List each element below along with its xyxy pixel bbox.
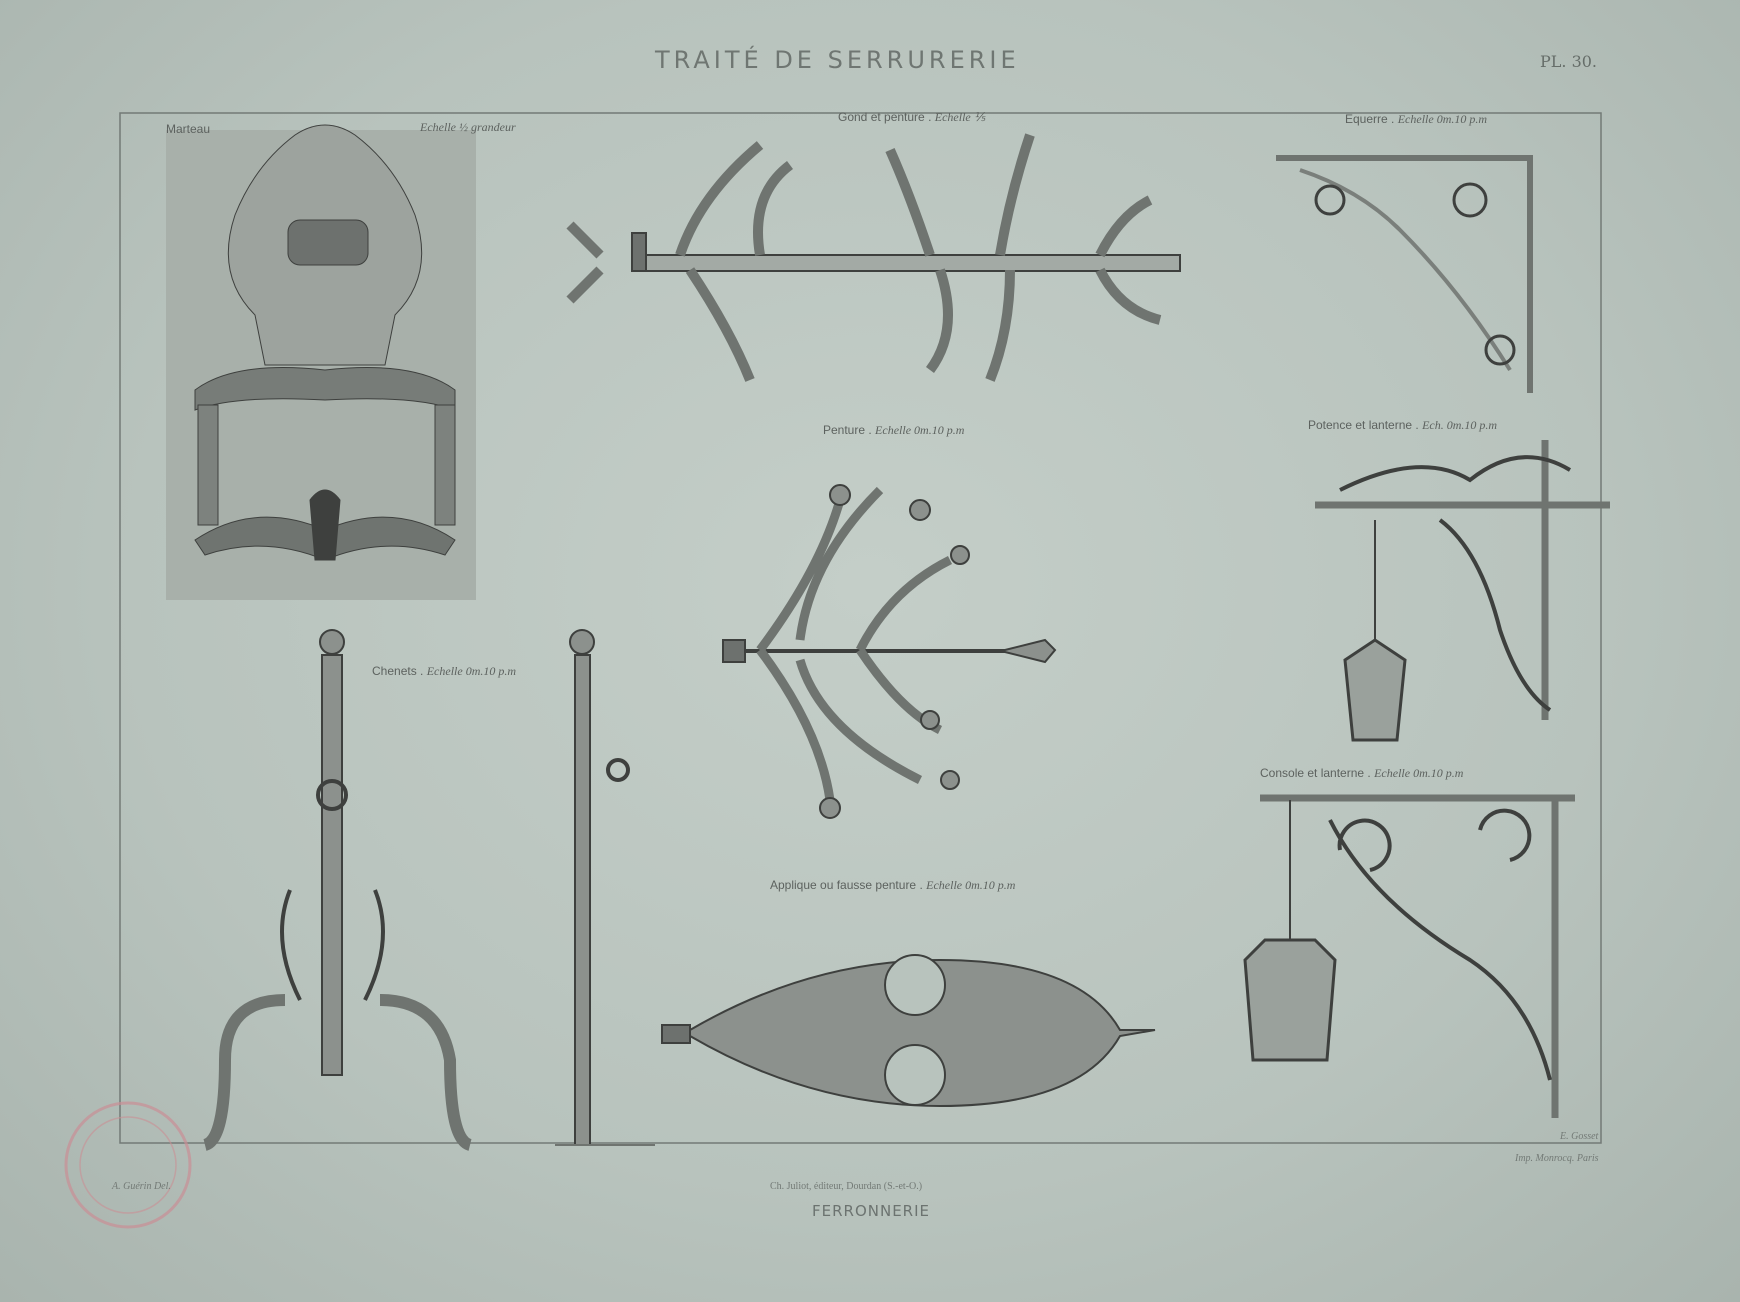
figure-name: Console et lanterne [1260, 766, 1365, 780]
figure-name: Chenets [372, 664, 417, 678]
caption-penture: Penture . Echelle 0m.10 p.m [823, 423, 965, 437]
figure-scale: Ech. 0m.10 p.m [1422, 418, 1498, 432]
draughtsman-credit: A. Guérin Del. [112, 1181, 171, 1192]
printer-credit: Imp. Monrocq. Paris [1515, 1153, 1599, 1164]
plate-subject: FERRONNERIE [812, 1202, 930, 1220]
figure-scale: Echelle 0m.10 p.m [1397, 112, 1488, 126]
figure-scale: Echelle ⅕ [934, 110, 986, 124]
console-et-lanterne-drawing [1243, 794, 1575, 1118]
caption-marteau-scale: Echelle ½ grandeur [420, 120, 516, 135]
caption-gond-et-penture: Gond et penture . Echelle ⅕ [838, 110, 986, 124]
applique-drawing [661, 954, 1156, 1108]
caption-potence-et-lanterne: Potence et lanterne . Ech. 0m.10 p.m [1308, 418, 1498, 432]
figure-name: Marteau [166, 122, 211, 136]
marteau-drawing [166, 124, 476, 600]
figure-scale: Echelle ½ grandeur [420, 120, 516, 134]
figure-scale: Echelle 0m.10 p.m [875, 423, 965, 437]
library-stamp [64, 1101, 192, 1229]
figure-name: Applique ou fausse penture [770, 878, 917, 892]
plate-frame [119, 112, 1602, 1144]
figure-name: Potence et lanterne [1308, 418, 1413, 432]
caption-chenets: Chenets . Echelle 0m.10 p.m [372, 664, 517, 678]
figure-scale: Echelle 0m.10 p.m [426, 664, 517, 678]
figure-scale: Echelle 0m.10 p.m [1374, 766, 1464, 780]
penture-drawing [722, 484, 1057, 819]
figure-scale: Echelle 0m.10 p.m [926, 878, 1016, 892]
figure-name: Gond et penture [838, 110, 925, 124]
caption-equerre: Equerre . Echelle 0m.10 p.m [1345, 112, 1488, 126]
figure-name: Penture [823, 423, 866, 437]
caption-marteau: Marteau [166, 122, 210, 136]
plate-title: TRAITÉ DE SERRURERIE [655, 46, 1020, 74]
potence-et-lanterne-drawing [1315, 440, 1610, 742]
figure-name: Equerre [1345, 112, 1388, 126]
chenets-drawing [202, 629, 655, 1151]
equerre-drawing [1276, 155, 1533, 393]
caption-applique: Applique ou fausse penture . Echelle 0m.… [770, 878, 1016, 892]
caption-console-et-lanterne: Console et lanterne . Echelle 0m.10 p.m [1260, 766, 1464, 780]
engraver-credit: E. Gosset [1560, 1131, 1599, 1142]
plate-number: PL. 30. [1540, 52, 1598, 71]
gond-et-penture-drawing [566, 133, 1181, 382]
publisher-credit: Ch. Juliot, éditeur, Dourdan (S.-et-O.) [770, 1181, 923, 1192]
library-stamp-inner [79, 1116, 177, 1214]
